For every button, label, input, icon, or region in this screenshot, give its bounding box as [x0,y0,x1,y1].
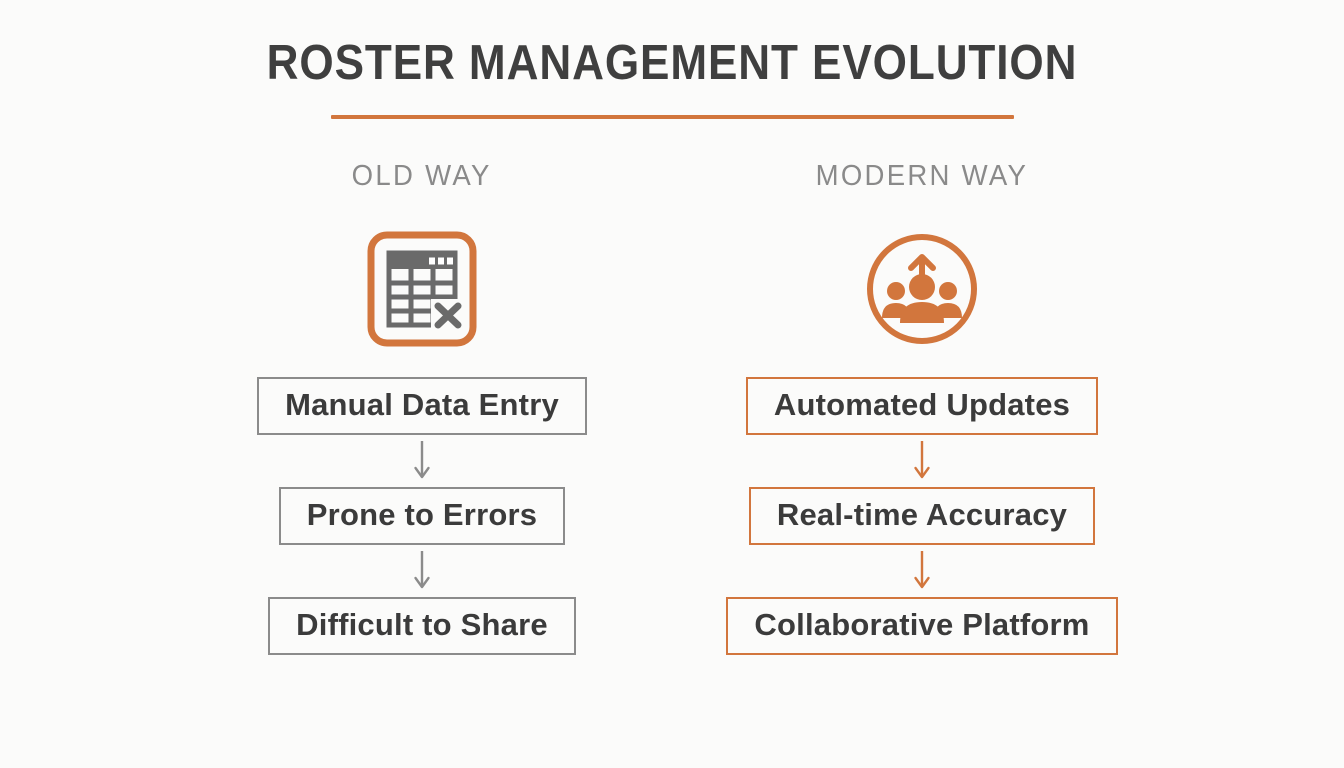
flow-box-collaborative-platform[interactable]: Collaborative Platform [726,597,1118,656]
people-growth-circle-icon [867,234,977,344]
flow-box-label: Difficult to Share [296,607,548,643]
flow-box-label: Automated Updates [773,387,1071,422]
flow-box-automated-updates[interactable]: Automated Updates [745,377,1099,436]
flow-box-real-time-accuracy[interactable]: Real-time Accuracy [748,487,1096,546]
column-modern-way: MODERN WAY [682,160,1162,656]
flow-box-difficult-to-share[interactable]: Difficult to Share [268,597,576,656]
flow-old-way: Manual Data Entry Prone to Errors Diffic… [257,377,587,656]
page-title: ROSTER MANAGEMENT EVOLUTION [266,36,1078,90]
flow-box-prone-to-errors[interactable]: Prone to Errors [278,487,566,546]
flow-box-manual-data-entry[interactable]: Manual Data Entry [257,377,587,436]
flow-arrow-down-icon [914,441,930,479]
comparison-columns: OLD WAY [0,160,1344,656]
column-old-way: OLD WAY [182,160,662,656]
flow-arrow-down-icon [914,551,930,589]
title-underline-rule [330,115,1014,120]
spreadsheet-error-icon [367,231,477,347]
flow-box-label: Manual Data Entry [285,387,559,422]
flow-modern-way: Automated Updates Real-time Accuracy Col… [726,377,1118,656]
icon-wrap-old-way [367,229,477,349]
flow-box-label: Prone to Errors [306,497,538,533]
icon-wrap-modern-way [863,229,981,349]
flow-arrow-down-icon [414,441,430,479]
flow-box-label: Real-time Accuracy [776,497,1068,533]
column-heading-modern-way: MODERN WAY [815,160,1029,192]
flow-arrow-down-icon [414,551,430,589]
flow-box-label: Collaborative Platform [754,607,1090,643]
column-heading-old-way: OLD WAY [352,160,492,192]
title-block: ROSTER MANAGEMENT EVOLUTION [0,36,1344,120]
